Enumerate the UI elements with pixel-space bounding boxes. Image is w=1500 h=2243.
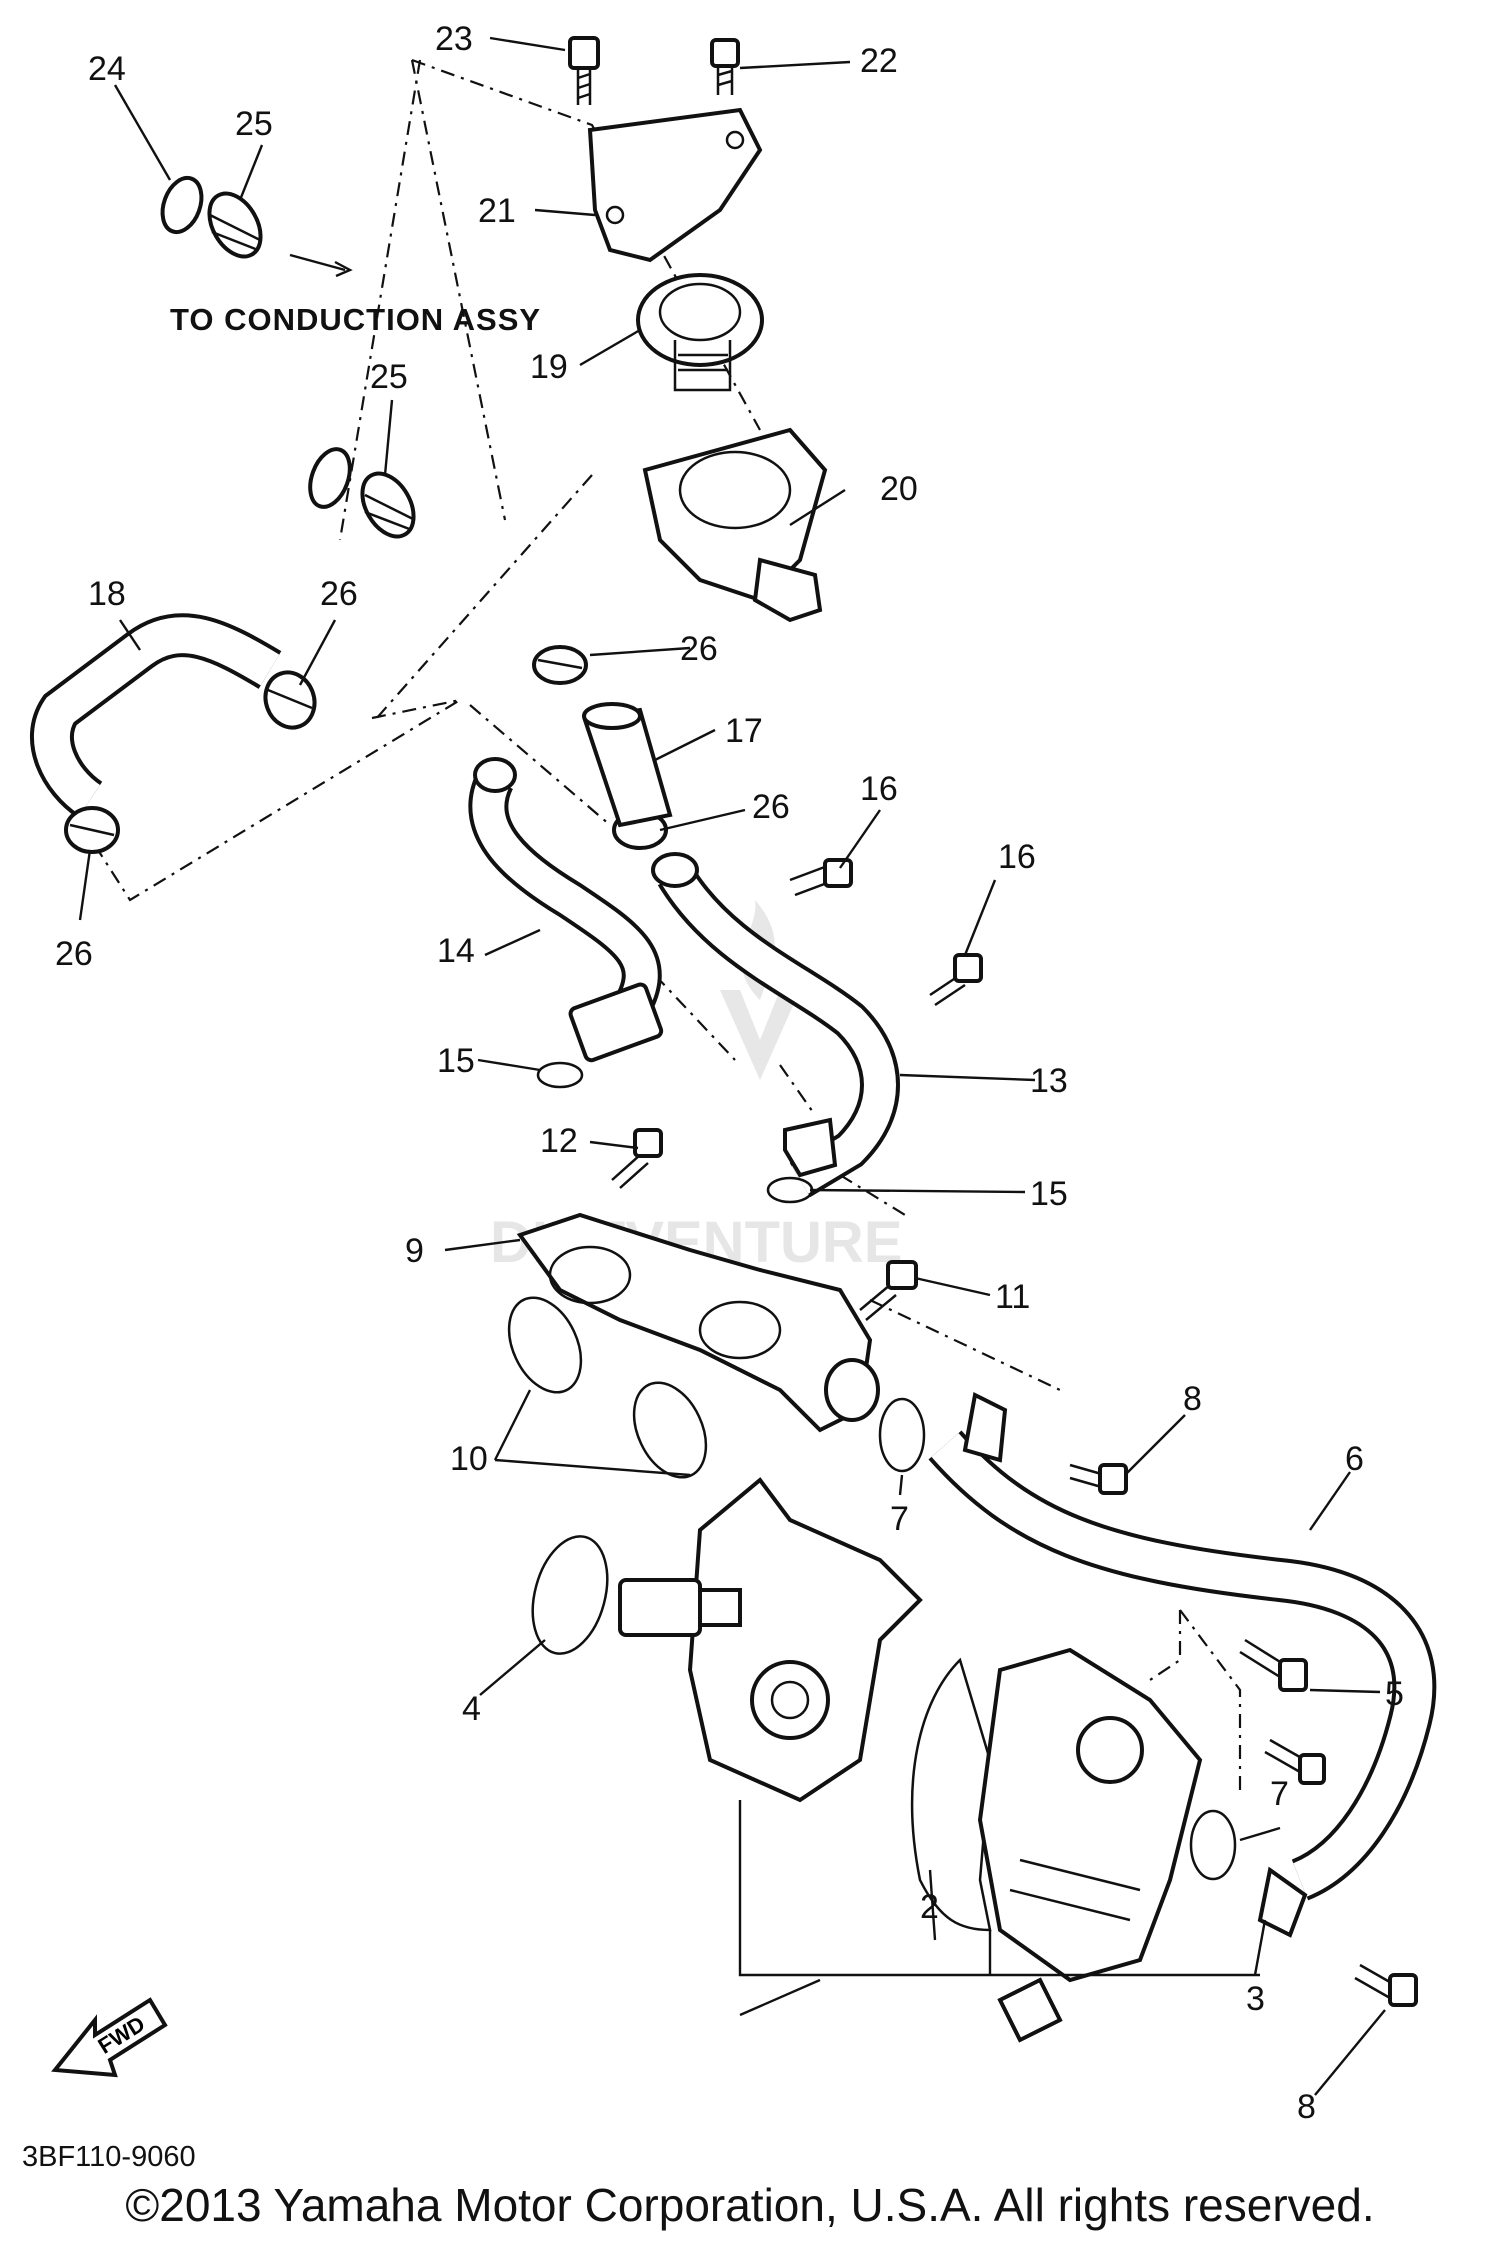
callout-15-b: 15 bbox=[1030, 1175, 1068, 1213]
callout-20: 20 bbox=[880, 470, 918, 508]
callout-17: 17 bbox=[725, 712, 763, 750]
bolt-16-b bbox=[929, 953, 983, 1007]
callout-25-a: 25 bbox=[235, 105, 273, 143]
callout-8-a: 8 bbox=[1183, 1380, 1202, 1418]
callout-25-b: 25 bbox=[370, 358, 408, 396]
bolt-5 bbox=[1239, 1638, 1308, 1692]
pump-cover-3 bbox=[977, 1647, 1203, 2043]
callout-26-b: 26 bbox=[680, 630, 718, 668]
callout-16-a: 16 bbox=[860, 770, 898, 808]
callout-14: 14 bbox=[437, 932, 475, 970]
hose-clamp-25-upper bbox=[207, 191, 263, 259]
callout-5: 5 bbox=[1385, 1675, 1404, 1713]
callout-24: 24 bbox=[88, 50, 126, 88]
bolt-11 bbox=[859, 1260, 918, 1321]
o-ring-7-a bbox=[878, 1397, 926, 1473]
callout-16-b: 16 bbox=[998, 838, 1036, 876]
bolt-12 bbox=[611, 1128, 663, 1189]
flow-arrow bbox=[289, 253, 346, 272]
o-ring-15-b bbox=[766, 1176, 814, 1204]
callout-8-b: 8 bbox=[1297, 2088, 1316, 2126]
callout-21: 21 bbox=[478, 192, 516, 230]
hose-clamp-25-lower bbox=[360, 471, 416, 539]
o-ring-10-a bbox=[507, 1296, 583, 1394]
callout-12: 12 bbox=[540, 1122, 578, 1160]
diagram-code: 3BF110-9060 bbox=[22, 2141, 196, 2173]
callout-13: 13 bbox=[1030, 1062, 1068, 1100]
callout-2: 2 bbox=[920, 1888, 939, 1926]
o-ring-10-b bbox=[632, 1381, 708, 1479]
callout-labels: 2 3 4 5 6 7 7 8 8 9 10 11 12 13 14 15 15… bbox=[55, 20, 1404, 2126]
callout-26-d: 26 bbox=[55, 935, 93, 973]
o-ring-15-a bbox=[536, 1061, 584, 1089]
conduction-note: TO CONDUCTION ASSY bbox=[170, 302, 541, 337]
hose-clamp-26-b bbox=[64, 806, 120, 854]
hose-clamp-26-c bbox=[532, 645, 588, 685]
hose-clamp-26-a bbox=[263, 670, 317, 730]
callout-22: 22 bbox=[860, 42, 898, 80]
bolt-22 bbox=[710, 38, 740, 95]
callout-leaders bbox=[78, 36, 1386, 2096]
pipe-13 bbox=[651, 852, 900, 1198]
water-pump-body bbox=[618, 1477, 923, 1803]
callout-7-a: 7 bbox=[890, 1500, 909, 1538]
flow-arrow-head bbox=[334, 260, 353, 278]
callout-7-b: 7 bbox=[1270, 1775, 1289, 1813]
copyright-notice: ©2013 Yamaha Motor Corporation, U.S.A. A… bbox=[125, 2179, 1375, 2231]
thermostat-cover-21 bbox=[587, 107, 763, 263]
callout-9: 9 bbox=[405, 1232, 424, 1270]
callout-23: 23 bbox=[435, 20, 473, 58]
bolt-3-area bbox=[1264, 1738, 1326, 1785]
callout-3: 3 bbox=[1246, 1980, 1265, 2018]
callout-10: 10 bbox=[450, 1440, 488, 1478]
callout-15-a: 15 bbox=[437, 1042, 475, 1080]
outlet-pipe-9 bbox=[516, 1212, 880, 1433]
leader-lines bbox=[97, 58, 1242, 2017]
pipe-6 bbox=[928, 1392, 1437, 1938]
fwd-arrow: FWD bbox=[51, 1997, 168, 2078]
hose-18 bbox=[30, 613, 282, 819]
callout-19: 19 bbox=[530, 348, 568, 386]
callout-18: 18 bbox=[88, 575, 126, 613]
gasket-2 bbox=[910, 1657, 992, 1932]
callout-26-c: 26 bbox=[752, 788, 790, 826]
callout-11: 11 bbox=[995, 1278, 1030, 1316]
thermostat-19 bbox=[636, 273, 764, 392]
callout-6: 6 bbox=[1345, 1440, 1364, 1478]
thermostat-housing-20 bbox=[642, 427, 828, 623]
bolt-23 bbox=[568, 36, 600, 105]
callout-26-a: 26 bbox=[320, 575, 358, 613]
pipe-14 bbox=[468, 757, 664, 1063]
bolt-8-lower bbox=[1354, 1963, 1418, 2007]
watermark: DIRTVENTURE bbox=[490, 900, 902, 1275]
o-ring-7-b bbox=[1189, 1809, 1237, 1881]
callout-4: 4 bbox=[462, 1690, 481, 1728]
bolt-8-upper bbox=[1069, 1463, 1128, 1495]
o-ring-4 bbox=[531, 1535, 609, 1655]
bolt-16-a bbox=[789, 858, 853, 897]
hose-24 bbox=[38, 164, 352, 509]
pipe-17 bbox=[582, 702, 673, 828]
